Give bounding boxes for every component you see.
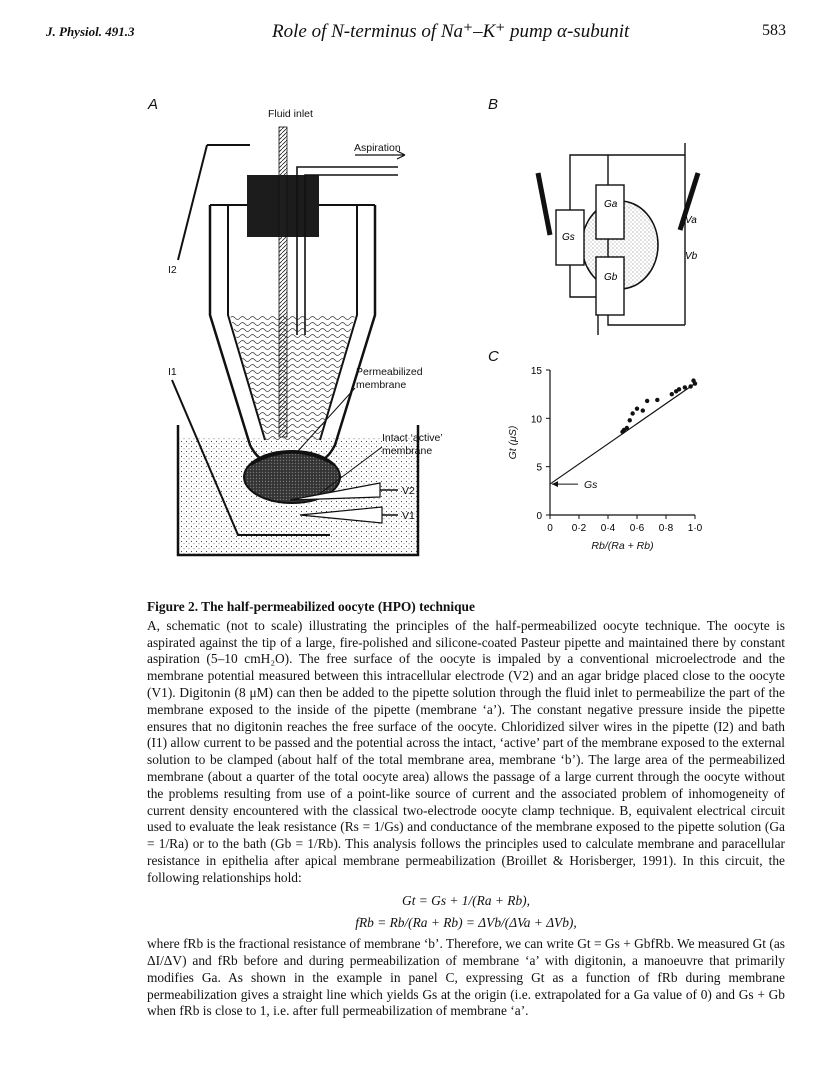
label-i1: I1 xyxy=(168,366,177,378)
label-v1: V1 xyxy=(402,510,415,522)
x-tick-label: 0·2 xyxy=(572,523,587,534)
panel-a-schematic: Fluid inlet Aspiration I2 I1 Permeabiliz… xyxy=(168,108,443,557)
panel-letter-b: B xyxy=(488,96,499,113)
y-tick-label: 10 xyxy=(531,414,543,425)
data-point xyxy=(644,398,650,404)
journal-name: J. Physiol. 491.3 xyxy=(46,24,135,39)
label-intact-1: Intact ‘active’ xyxy=(382,432,443,444)
data-point xyxy=(688,384,693,389)
data-point xyxy=(676,387,682,392)
data-point xyxy=(655,397,660,403)
data-point xyxy=(630,411,635,416)
label-permeabilized-2: membrane xyxy=(356,379,406,391)
wire-i2 xyxy=(177,144,250,261)
panel-c-chart: 0 0·2 0·4 0·6 0·8 1·0 0 5 10 15 Rb/(Ra + Rb) Gt (… xyxy=(507,366,703,552)
label-aspiration: Aspiration xyxy=(354,142,401,154)
label-vb: Vb xyxy=(685,251,698,262)
chart-points xyxy=(549,378,698,488)
data-point xyxy=(682,385,688,390)
aspiration-tube xyxy=(296,166,398,335)
resistor-gb xyxy=(595,256,625,316)
y-tick-label: 5 xyxy=(536,463,542,474)
equation-block: Gt = Gs + 1/(Ra + Rb), fRb = Rb/(Ra + Rb… xyxy=(147,893,785,933)
x-tick-label: 1·0 xyxy=(688,523,703,534)
gs-arrowhead xyxy=(552,481,558,488)
x-axis-label: Rb/(Ra + Rb) xyxy=(591,540,653,552)
circuit-wires xyxy=(569,143,686,335)
data-point xyxy=(627,418,632,423)
label-fluid-inlet: Fluid inlet xyxy=(268,108,313,120)
caption-title: Figure 2. The half-permeabilized oocyte … xyxy=(147,599,475,614)
bath-outline xyxy=(176,425,420,557)
x-tick-label: 0·8 xyxy=(659,523,674,534)
label-permeabilized-1: Permeabilized xyxy=(356,366,423,378)
y-tick-label: 15 xyxy=(531,366,543,377)
page-number: 583 xyxy=(762,22,786,39)
fluid-inlet-tube xyxy=(278,126,288,438)
x-tick-label: 0·4 xyxy=(601,523,616,534)
caption-paragraph-2: where fRb is the fractional resistance o… xyxy=(147,936,785,1019)
x-tick-label: 0·6 xyxy=(630,523,645,534)
label-ga: Ga xyxy=(604,199,618,210)
label-i2: I2 xyxy=(168,264,177,276)
label-gs: Gs xyxy=(562,232,575,243)
pointer-intact xyxy=(317,446,383,496)
data-point xyxy=(634,406,640,411)
equation-2: fRb = Rb/(Ra + Rb) = ΔVb/(ΔVa + ΔVb), xyxy=(355,915,577,931)
label-gb: Gb xyxy=(604,272,618,283)
y-axis-label: Gt (μS) xyxy=(507,426,519,460)
wire-i1 xyxy=(171,379,330,536)
gs-annotation: Gs xyxy=(584,479,598,491)
panel-letter-a: A xyxy=(148,96,159,113)
chart-ticks: 0 0·2 0·4 0·6 0·8 1·0 0 5 10 15 xyxy=(531,366,703,534)
y-tick-label: 0 xyxy=(536,511,542,522)
x-tick-label: 0 xyxy=(547,523,553,534)
circuit-electrode-right xyxy=(677,172,701,231)
resistor-gs xyxy=(555,209,585,266)
caption-paragraph-1: A, schematic (not to scale) illustrating… xyxy=(147,617,785,885)
running-title: Role of N-terminus of Na⁺–K⁺ pump α-subu… xyxy=(272,21,630,42)
figure-caption: Figure 2. The half-permeabilized oocyte … xyxy=(147,599,785,1020)
circuit-electrode-left xyxy=(535,172,553,236)
pipette-fluid xyxy=(230,315,355,440)
running-head: J. Physiol. 491.3 Role of N-terminus of … xyxy=(46,20,786,44)
pipette-inner-wall xyxy=(227,205,358,441)
data-point xyxy=(624,425,630,431)
data-point xyxy=(640,408,645,413)
oocyte-cap xyxy=(249,451,336,467)
label-intact-2: membrane xyxy=(382,445,432,457)
data-point xyxy=(692,381,698,386)
panel-b-circuit: Ga Gs Gb Va Vb xyxy=(535,143,701,335)
aspiration-arrow xyxy=(355,150,406,160)
resistor-ga xyxy=(595,184,625,240)
pointer-permeabilized xyxy=(297,387,356,452)
panel-letter-c: C xyxy=(488,348,499,365)
oocyte xyxy=(243,450,341,504)
label-va: Va xyxy=(685,215,697,226)
label-v2: V2 xyxy=(402,485,415,497)
data-point xyxy=(669,391,674,397)
chart-axes xyxy=(549,370,695,516)
equation-1: Gt = Gs + 1/(Ra + Rb), xyxy=(402,892,530,908)
